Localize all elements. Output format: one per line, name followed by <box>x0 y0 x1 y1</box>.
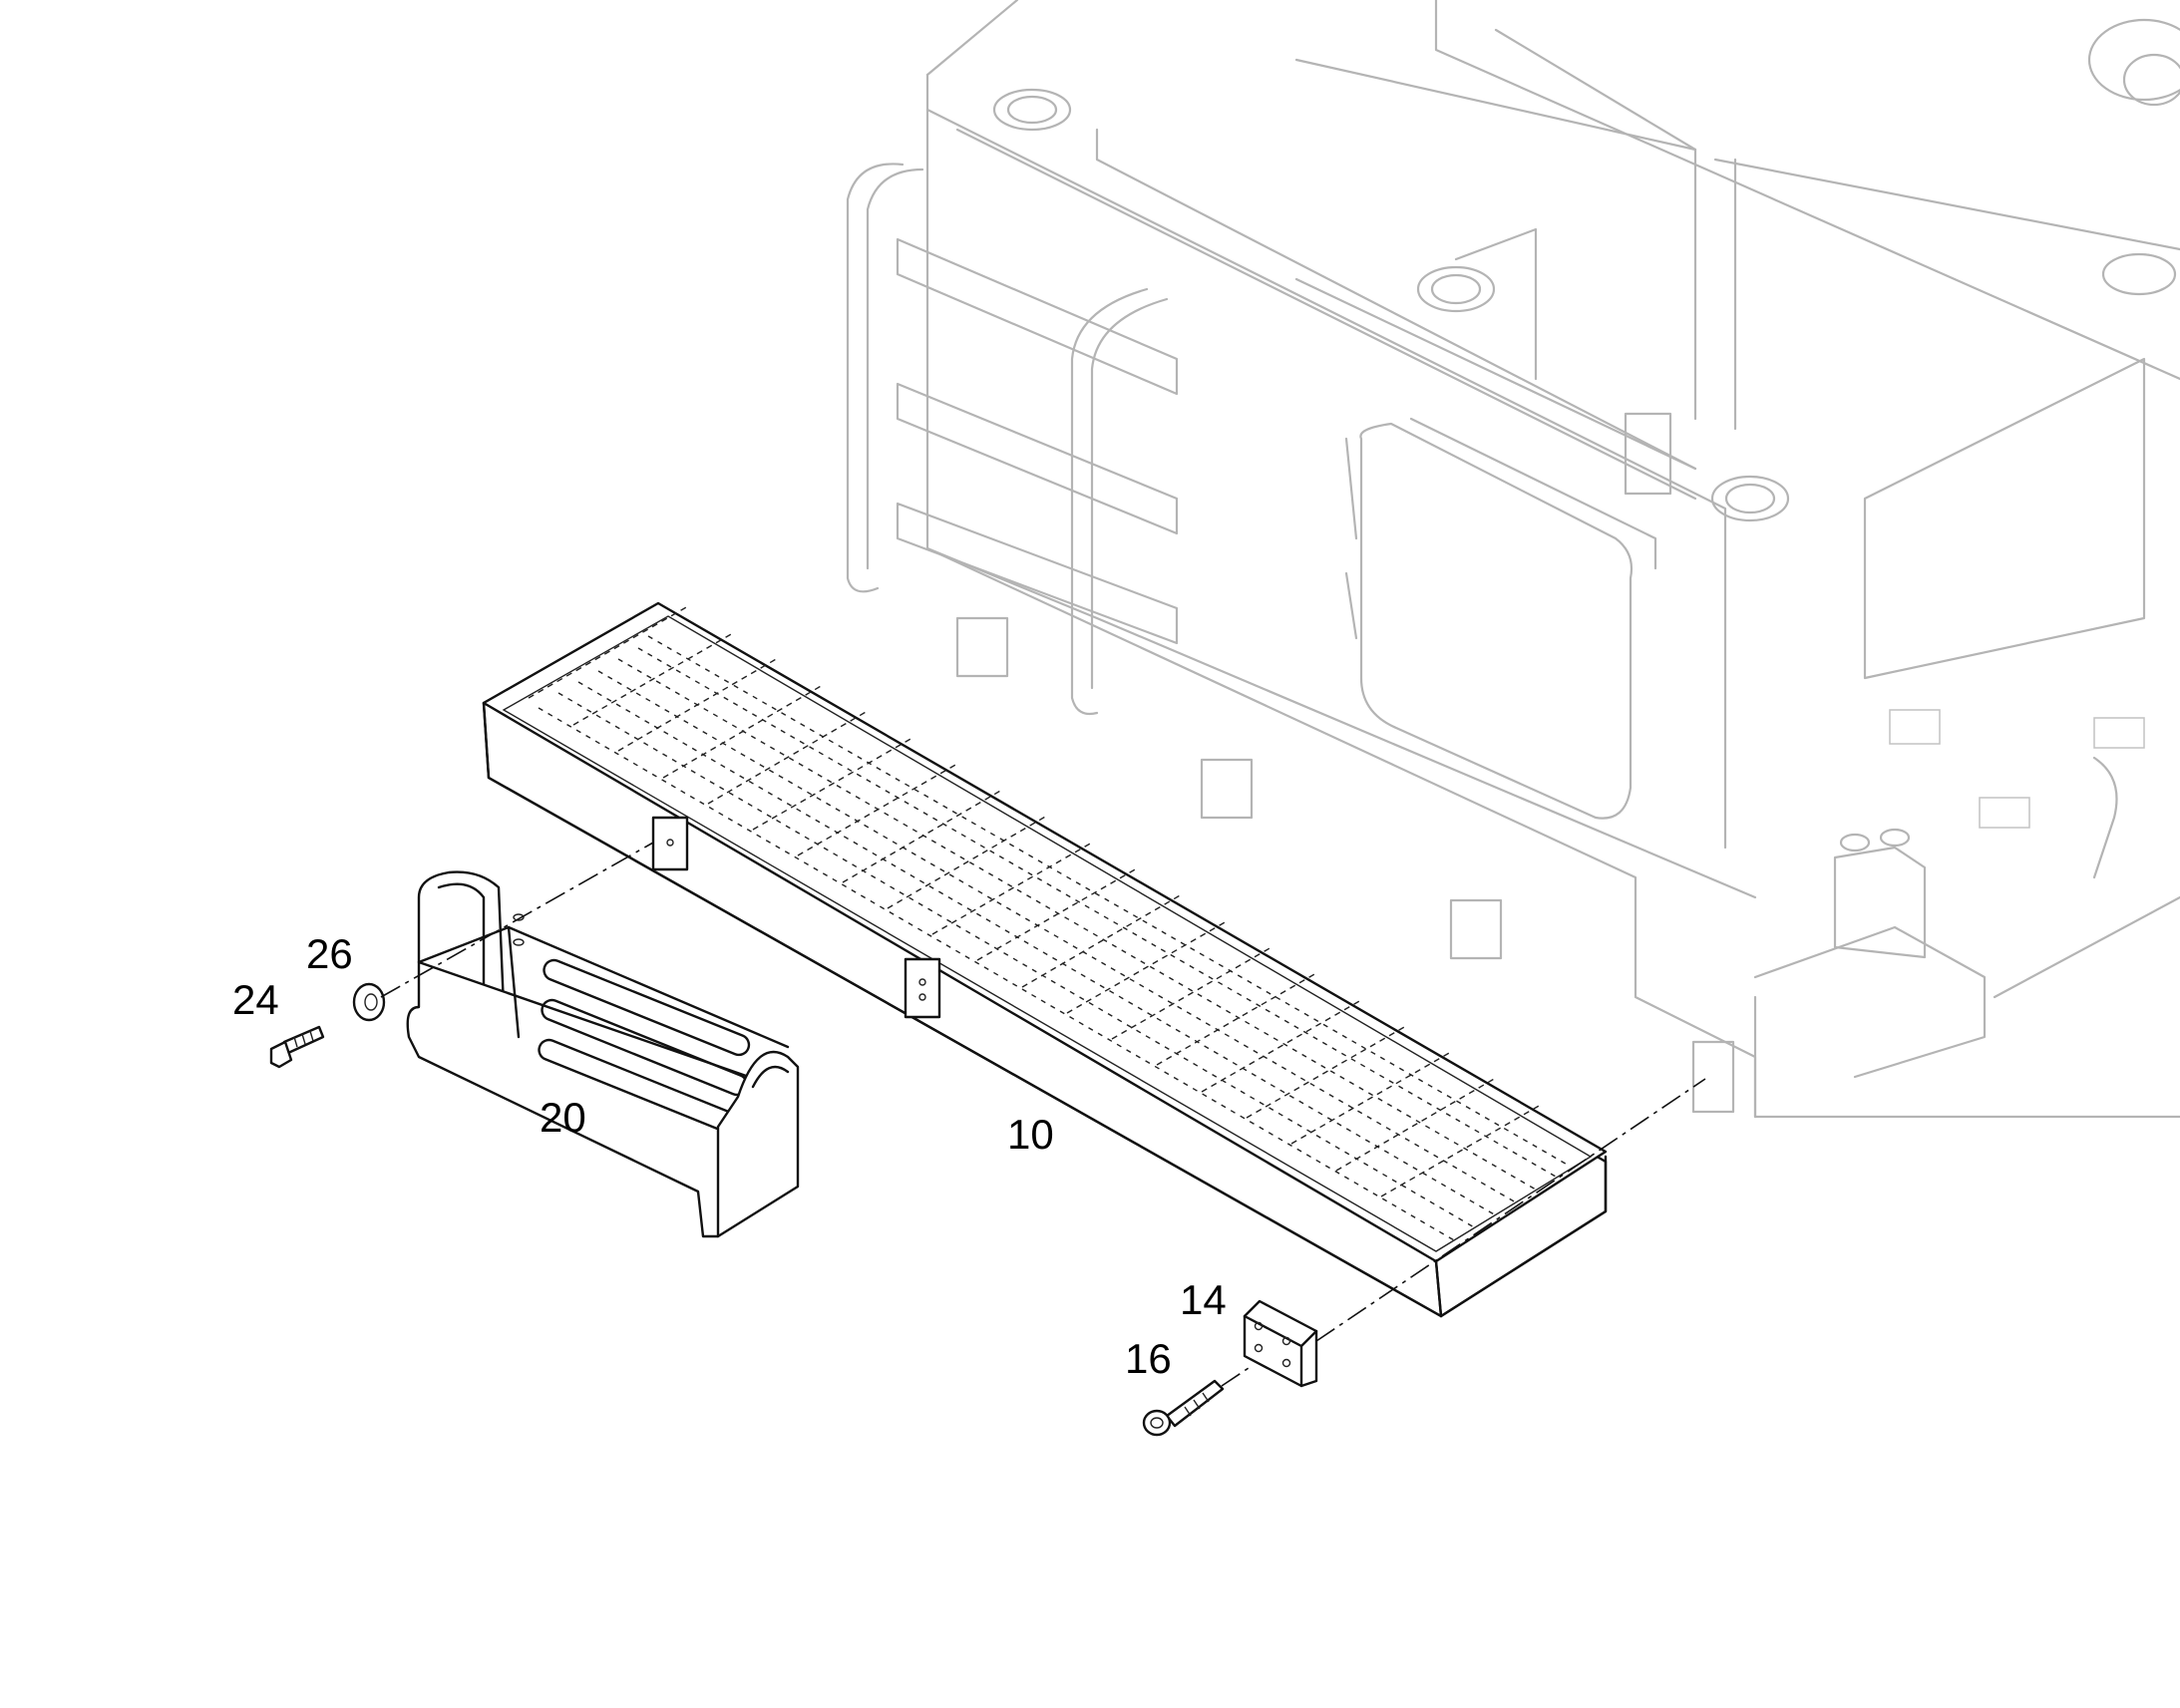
mounting-plate-part <box>1243 1299 1318 1388</box>
washer-part <box>352 982 386 1022</box>
callout-16: 16 <box>1125 1335 1172 1382</box>
machine-frame-ghost <box>846 0 2180 1119</box>
callout-14: 14 <box>1180 1276 1227 1323</box>
step-bracket-part <box>406 870 800 1238</box>
cap-screw-part <box>1142 1379 1225 1437</box>
step-grating-part <box>482 601 1608 1318</box>
callout-10: 10 <box>1007 1111 1054 1158</box>
callout-20: 20 <box>540 1094 586 1141</box>
hex-bolt-part <box>269 1025 325 1069</box>
callout-24: 24 <box>232 976 279 1023</box>
assembly-leader-lines <box>380 842 1706 1387</box>
callout-26: 26 <box>306 930 353 977</box>
